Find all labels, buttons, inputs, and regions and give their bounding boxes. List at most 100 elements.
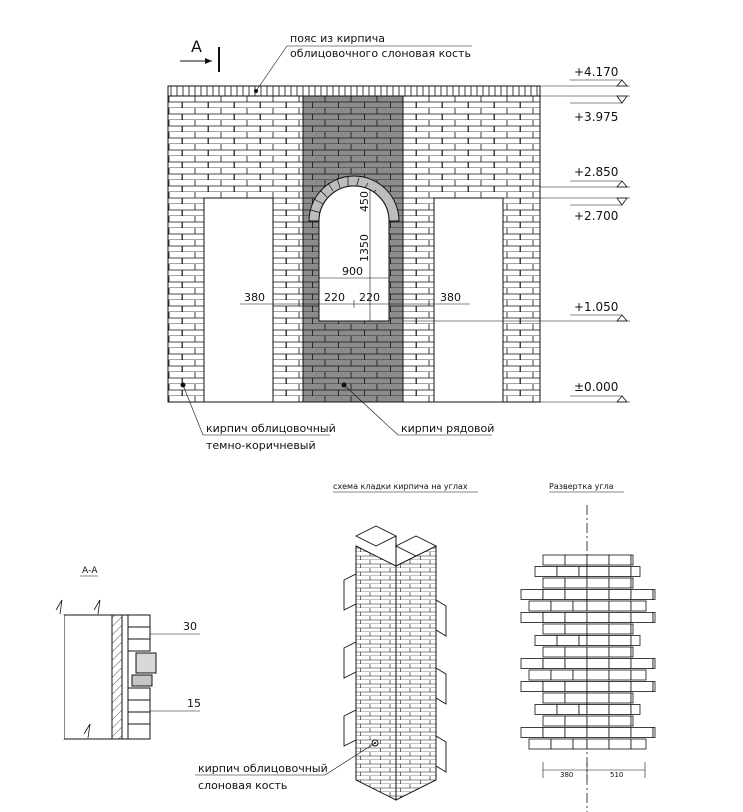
unfold-brick [542,681,566,692]
unfold-brick [542,623,566,635]
unfold-brick [556,566,580,577]
unfold-brick [520,681,544,692]
unfold-brick [630,692,634,704]
dim-opening-width: 900 [342,265,363,278]
unfold-brick [652,681,656,692]
unfold-brick [528,600,552,612]
belt-label-line1: пояс из кирпича [290,32,385,45]
unfold-brick [542,646,566,658]
facing-ivory-label-line1: кирпич облицовочный [198,762,328,775]
dim-pier-left: 380 [244,291,265,304]
corner-stagger [343,525,447,773]
unfold-brick [578,566,588,577]
unfold-brick [586,554,610,566]
unfold-brick [556,704,580,715]
facing-dark-label-line1: кирпич облицовочный [206,422,336,435]
unfold-brick [608,623,632,635]
unfold-brick [520,612,544,623]
unfold-brick [630,738,647,750]
unfold-brick [542,692,566,704]
unfold-brick [564,692,588,704]
unfold-brick [630,566,641,577]
dim-reveal-right: 220 [359,291,380,304]
belt-course [167,85,541,97]
unfold-brick [586,589,610,600]
unfold-brick [542,612,566,623]
unfold-brick [630,577,634,589]
ordinary-brick-label: кирпич рядовой [401,422,494,435]
unfold-brick [572,600,588,612]
scheme-title: схема кладки кирпича на углах [333,482,468,491]
unfold-brick [608,669,632,681]
window-left [203,197,274,403]
section-marker-letter: А [191,37,202,56]
unfold-brick [564,646,588,658]
unfold-brick [652,658,656,669]
unfold-brick [630,704,641,715]
unfold-brick [550,738,574,750]
elevation-1: +3.975 [574,110,618,124]
unfold-brick [528,669,552,681]
unfold-dim-left: 380 [560,771,573,779]
unfold-brick [608,577,632,589]
unfold-title: Развертка угла [549,482,614,491]
unfold-brick [564,658,588,669]
unfold-brick [630,554,634,566]
unfold-brick [608,738,632,750]
facing-dark-callout: кирпич облицовочный темно-коричневый [180,382,336,452]
unfold-brick [586,600,610,612]
unfold-brick [586,635,610,646]
facing-ivory-label-line2: слоновая кость [198,779,287,792]
unfold-brick [630,635,641,646]
belt-label-line2: облицовочного слоновая кость [290,47,471,60]
unfold-brick [630,727,654,738]
elevation-4: +1.050 [574,300,618,314]
dim-reveal-left: 220 [324,291,345,304]
unfold-brick [608,600,632,612]
unfold-brick [578,704,588,715]
unfold-brick [564,577,588,589]
unfold-brick [630,715,634,727]
unfold-brick [608,727,632,738]
unfold-brick [534,704,558,715]
facing-dark-label-line2: темно-коричневый [206,439,316,452]
unfold-brick [586,658,610,669]
unfold-brick [586,669,610,681]
unfold-brick [608,681,632,692]
unfold-brick [608,715,632,727]
unfold-brick [630,623,634,635]
dim-opening-height: 1350 [358,234,371,262]
elevation-5: ±0.000 [574,380,618,394]
unfold-brick [556,635,580,646]
unfold-brick [608,554,632,566]
unfold-brick [586,612,610,623]
unfold-brick [520,658,544,669]
unfold-brick [520,589,544,600]
section-title: А-А [82,566,98,576]
unfold-brick [542,658,566,669]
unfold-brick [608,566,632,577]
unfold-brick [586,623,610,635]
elevation-2: +2.850 [574,165,618,179]
unfold-brick [608,646,632,658]
unfold-brick [652,589,656,600]
elevation-0: +4.170 [574,65,618,79]
section-dim-top: 30 [183,620,197,633]
unfold-brick [586,646,610,658]
unfold-brick [586,681,610,692]
unfold-brick [608,635,632,646]
dim-pier-right: 380 [440,291,461,304]
unfold-brick [564,612,588,623]
unfold-brick [542,715,566,727]
unfold-brick [534,566,558,577]
unfold-brick [630,646,634,658]
unfold-dim-right: 510 [610,771,623,779]
unfold-brick [572,738,588,750]
elevation-3: +2.700 [574,209,618,223]
unfold-brick [608,704,632,715]
window-right [433,197,504,403]
ordinary-brick-callout: кирпич рядовой [341,382,494,436]
dim-arch-rise: 450 [358,191,371,212]
unfold-brick [542,577,566,589]
unfold-brick [564,727,588,738]
